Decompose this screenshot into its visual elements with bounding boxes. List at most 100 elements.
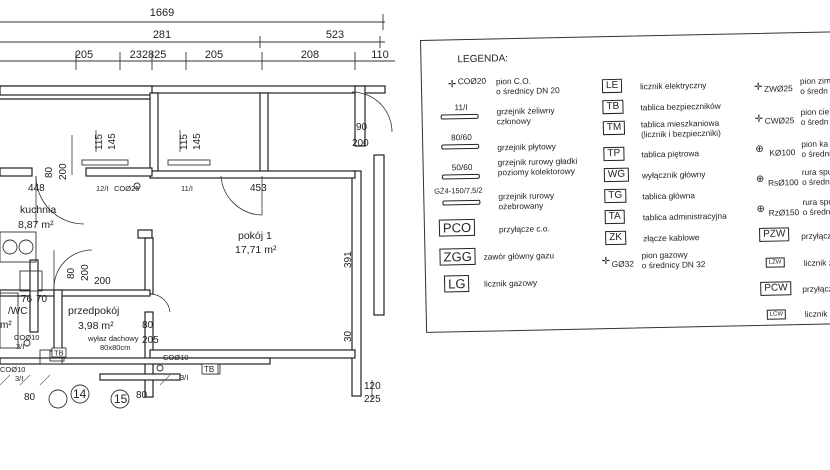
dim-205a: 205: [75, 49, 93, 61]
roof-hatch-size: 80x80cm: [100, 343, 130, 352]
legend-c3-text-1: pion cie o średn: [800, 106, 829, 127]
legend-c1-text-5: przyłącze c.o.: [498, 223, 550, 235]
legend-c3-text-2-l2: o średni: [801, 148, 830, 160]
legend-c1-sym-1: 11/I: [454, 102, 468, 113]
legend-c2-sym-5: TG: [604, 188, 627, 204]
legend-c3-text-3-l1: rura spu: [801, 166, 830, 178]
legend-c1-text-1-l1: grzejnik żeliwny: [496, 105, 555, 117]
dim-120: 120: [364, 381, 381, 392]
dim-70: 70: [36, 294, 48, 305]
room-pokoj: pokój 1: [238, 230, 272, 242]
legend-c3-text-1-l1: pion cie: [800, 106, 830, 118]
gas-riser-icon: ✛: [601, 256, 611, 268]
legend-c1-text-3: grzejnik rurowy gładki poziomy kolektoro…: [497, 156, 577, 178]
riser-co25: COØ25: [114, 184, 139, 193]
legend-c2-text-6: tablica administracyjna: [642, 210, 727, 223]
legend-c3-text-7: przyłącz: [802, 283, 830, 295]
legend-c3-sym-7: PCW: [760, 281, 792, 296]
legend-c1-text-4-l1: grzejnik rurowy: [498, 190, 555, 202]
legend-c2-text-8-l2: o średnicy DN 32: [641, 259, 706, 271]
legend-c2-sym-6: TA: [604, 209, 625, 225]
dim-80e: 80: [24, 392, 36, 403]
dim-208: 208: [301, 49, 319, 61]
legend-c1-sym-0: COØ20: [457, 75, 487, 87]
legend-c2-text-3: tablica piętrowa: [641, 148, 700, 160]
legend-c3-text-2: pion ka o średni: [801, 138, 830, 159]
dim-30: 30: [343, 330, 354, 342]
legend-c1-text-6: zawór główny gazu: [483, 250, 555, 262]
dim-76: 76: [21, 294, 33, 305]
tb-mark-2: TB: [204, 365, 214, 374]
dim-80a: 80: [44, 166, 55, 178]
legend-c3-text-0-l1: pion zim: [799, 75, 830, 87]
radiator-finned-icon: [442, 199, 481, 206]
roof-hatch-label: wyłaz dachowy: [87, 334, 139, 343]
legend-c2-text-4: wyłącznik główny: [641, 169, 706, 181]
legend-c2-text-8: pion gazowy o średnicy DN 32: [641, 249, 705, 270]
dim-total: 1669: [150, 7, 174, 19]
legend-c3-text-3-l2: o średni: [801, 176, 830, 188]
legend-c3-sym-1: CWØ25: [764, 115, 795, 126]
legend-c3-text-0-l2: o średn: [800, 85, 828, 97]
legend-c3-text-4-l2: o średni: [802, 206, 830, 218]
legend-c1-text-1: grzejnik żeliwny członowy: [496, 105, 555, 126]
legend-c3-text-5: przyłącz: [801, 230, 830, 242]
legend-c1-sym-4: GŻ4-150/7,5/2: [434, 185, 483, 196]
legend-c3-sym-6: LZW: [765, 257, 785, 268]
legend-title: LEGENDA:: [457, 53, 509, 66]
dim-115a: 115: [94, 134, 105, 150]
room-przedpokoj: przedpokój: [68, 305, 119, 317]
legend-c1-text-2: grzejnik płytowy: [497, 141, 556, 153]
dim-200d: 200: [94, 276, 111, 287]
dim-448: 448: [28, 183, 45, 194]
riser-cross-icon: ✛: [447, 79, 457, 91]
walls: [0, 85, 386, 398]
legend-c2-sym-1: TB: [602, 99, 624, 115]
dim-205b: 205: [205, 49, 223, 61]
legend-c3-text-6: licznik z: [803, 257, 830, 269]
dim-115b: 115: [179, 134, 190, 150]
dim-200a: 200: [352, 138, 369, 149]
room-kuchnia: kuchnia: [20, 204, 56, 216]
legend-c3-sym-4: RzØ150: [768, 207, 800, 218]
legend-c1-sym-7: LG: [443, 275, 470, 293]
hot-water-riser-icon: ✛: [754, 113, 764, 126]
stair-14: 14: [73, 387, 87, 401]
legend-c3-sym-2: KØ100: [769, 147, 796, 158]
legend-c2-sym-8: GØ32: [611, 258, 634, 270]
legend-c2-text-1: tablica bezpieczników: [640, 100, 721, 113]
radiator-panel-icon: [441, 143, 480, 150]
legend-c1-sym-6: ZGG: [439, 247, 476, 266]
legend-c1-text-4-l2: ożebrowany: [498, 200, 544, 212]
legend-c2-text-0: licznik elektryczny: [639, 80, 707, 92]
legend-c3-sym-8: LCW: [766, 309, 787, 320]
legend-c1-text-0-l2: o średnicy DN 20: [495, 85, 560, 97]
downpipe-riser-icon: ⊕: [755, 173, 765, 185]
legend-c2-sym-2: TM: [602, 120, 626, 136]
legend-c1-sym-3: 50/60: [451, 161, 473, 173]
dim-391: 391: [343, 251, 354, 268]
dim-145b: 145: [192, 133, 203, 150]
room-pokoj-area: 17,71 m²: [235, 244, 277, 256]
dim-80f: 80: [136, 390, 148, 401]
room-przedpokoj-area: 3,98 m²: [78, 320, 114, 332]
legend-c3-text-4-l1: rura spu: [802, 196, 830, 208]
dim-90: 90: [356, 122, 368, 133]
riser-3I-c: 3/I: [15, 374, 23, 383]
riser-co10-b: COØ10: [0, 365, 25, 374]
riser-3I-b: 3/I: [180, 373, 188, 382]
legend-c1-text-3-l2: poziomy kolektorowy: [497, 165, 575, 178]
bottom-hatch: [0, 374, 171, 386]
legend-c2-sym-4: WG: [603, 167, 630, 183]
legend-c3-sym-3: RsØ100: [767, 177, 799, 188]
dim-145a: 145: [107, 133, 118, 150]
legend-c3-text-2-l1: pion ka: [801, 138, 829, 150]
legend-c1-text-4: grzejnik rurowy ożebrowany: [498, 190, 554, 211]
cold-water-riser-icon: ✛: [753, 81, 763, 94]
riser-co10-a: COØ10: [14, 333, 39, 342]
legend-c2-sym-0: LE: [601, 78, 623, 94]
radiator-11I: 11/I: [181, 184, 193, 193]
dim-225: 225: [364, 394, 381, 405]
legend-c2-text-2-l2: (licznik i bezpieczniki): [640, 127, 721, 140]
legend-c1-text-7: licznik gazowy: [484, 277, 538, 289]
